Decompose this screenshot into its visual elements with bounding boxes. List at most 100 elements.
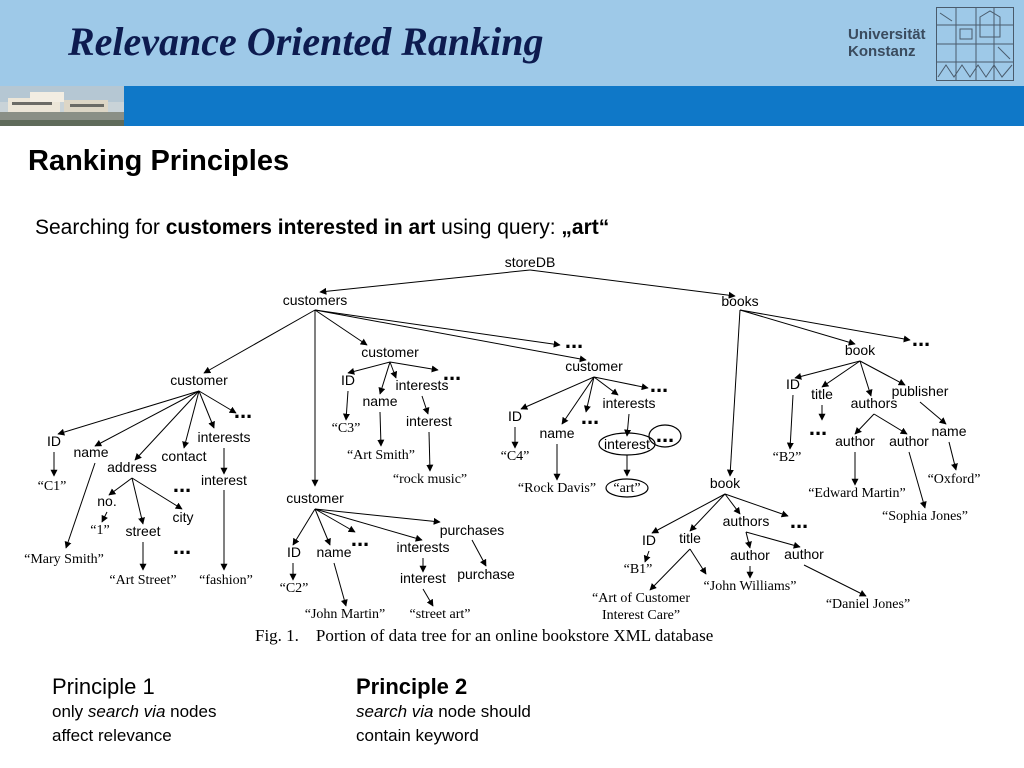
node-customers: customers (283, 292, 348, 308)
xml-data-tree-diagram: storeDB customers books ... customer ...… (24, 254, 980, 645)
value-c3: “C3” (332, 421, 361, 436)
tree-edge-arrow (529, 269, 736, 299)
header-bar: Relevance Oriented Ranking Universität K… (0, 0, 1024, 86)
search-prefix: Searching for (35, 216, 166, 239)
tree-edge-arrow (378, 361, 391, 395)
tree-edge-arrow (593, 376, 619, 396)
tree-edge-arrow (689, 493, 726, 532)
tree-edge-arrow (724, 493, 741, 515)
ellipsis-mark: ... (565, 328, 583, 353)
highlight-art-value (605, 478, 649, 498)
principle-2: Principle 2 search via node should conta… (356, 674, 656, 748)
ellipsis-mark: ... (351, 526, 369, 551)
tree-edge-arrow (726, 309, 741, 477)
tree-edge-arrow (520, 376, 595, 410)
node-id: ID (642, 532, 656, 548)
tree-edge-arrow (389, 361, 439, 373)
node-no: no. (97, 493, 116, 509)
figure-caption: Fig. 1. Portion of data tree for an onli… (255, 626, 713, 645)
value-art-street: “Art Street” (109, 573, 176, 588)
tree-edge-arrow (292, 508, 316, 546)
tree-edge-arrow (561, 376, 595, 425)
tree-edge-arrow (314, 309, 561, 348)
node-interests: interests (198, 429, 251, 445)
node-name: name (316, 544, 351, 560)
tree-edge-arrow (803, 564, 867, 597)
tree-edge-arrow (919, 401, 947, 425)
ellipsis-mark: ... (656, 422, 674, 447)
node-book-b1: book (710, 475, 741, 491)
ellipsis-mark: ... (173, 472, 191, 497)
tree-edge-arrow (314, 508, 441, 525)
highlight-marks (598, 424, 682, 498)
ellipsis-mark: ... (912, 326, 930, 351)
tree-edge-arrow (314, 508, 331, 546)
tree-edge-arrow (94, 390, 200, 447)
value-art-of-customer-2: Interest Care” (602, 608, 680, 623)
tree-edge-arrow (859, 360, 906, 386)
principle-2-emphasis: search via (356, 702, 434, 721)
value-oxford: “Oxford” (928, 472, 981, 487)
principle-1-title: Principle 1 (52, 674, 155, 699)
tree-edge-arrow (134, 390, 200, 461)
tree-edge-arrow (583, 376, 595, 413)
search-middle: using query: (435, 216, 562, 239)
tree-edge-arrow (131, 477, 183, 510)
ellipsis-mark: ... (650, 372, 668, 397)
value-john-williams: “John Williams” (704, 579, 797, 594)
principle-2-line-1: search via node should (356, 700, 656, 724)
value-fashion: “fashion” (199, 573, 253, 588)
principle-1-emphasis: search via (87, 702, 166, 721)
tree-edge-arrow (319, 269, 531, 295)
tree-edge-arrow (859, 360, 873, 397)
search-description: Searching for customers interested in ar… (35, 216, 609, 240)
tree-labels: storeDB customers books ... customer ...… (24, 254, 980, 645)
node-street: street (125, 523, 160, 539)
value-rock-davis: “Rock Davis” (518, 481, 596, 496)
node-title: title (811, 386, 833, 402)
tree-edge-arrow (786, 394, 794, 450)
node-id: ID (786, 376, 800, 392)
tree-edge-arrow (689, 548, 707, 575)
ellipsis-mark: ... (581, 404, 599, 429)
value-street-art: “street art” (409, 607, 470, 622)
node-book-b2: book (845, 342, 876, 358)
tree-edge-arrow (908, 451, 927, 509)
node-id: ID (341, 372, 355, 388)
tree-edge-arrow (745, 531, 752, 549)
slide-title: Relevance Oriented Ranking (68, 19, 544, 64)
node-purchase: purchase (457, 566, 515, 582)
tree-edges (50, 269, 958, 607)
accent-band (0, 86, 1024, 126)
ellipsis-mark: ... (809, 415, 827, 440)
tree-edge-arrow (643, 550, 651, 563)
principle-1-line-1: only search via nodes (52, 700, 352, 724)
tree-edge-arrow (389, 361, 398, 379)
tree-edge-arrow (739, 309, 856, 346)
logo-line-1: Universität (848, 26, 926, 43)
principle-1-line-2: affect relevance (52, 726, 172, 745)
value-art-smith: “Art Smith” (347, 448, 415, 463)
search-query: „art“ (561, 216, 610, 239)
tree-edge-arrow (347, 361, 391, 375)
principle-1-post: nodes (165, 702, 217, 721)
node-contact: contact (161, 448, 206, 464)
search-target: customers interested in art (165, 216, 436, 239)
node-name: name (539, 425, 574, 441)
value-c4: “C4” (501, 449, 530, 464)
node-name: name (931, 423, 966, 439)
node-city: city (173, 509, 194, 525)
logo-line-2: Konstanz (848, 43, 916, 60)
node-interests: interests (396, 377, 449, 393)
principle-2-line-2: contain keyword (356, 726, 479, 745)
value-john-martin: “John Martin” (305, 607, 385, 622)
node-interest: interest (201, 472, 247, 488)
node-name: name (362, 393, 397, 409)
tree-edge-arrow (198, 390, 215, 429)
node-customer-c3: customer (361, 344, 419, 360)
tree-edge-arrow (203, 309, 316, 374)
tree-edge-arrow (333, 562, 348, 607)
node-authors: authors (851, 395, 898, 411)
node-customer-c1: customer (170, 372, 228, 388)
tree-edge-arrow (873, 413, 908, 435)
